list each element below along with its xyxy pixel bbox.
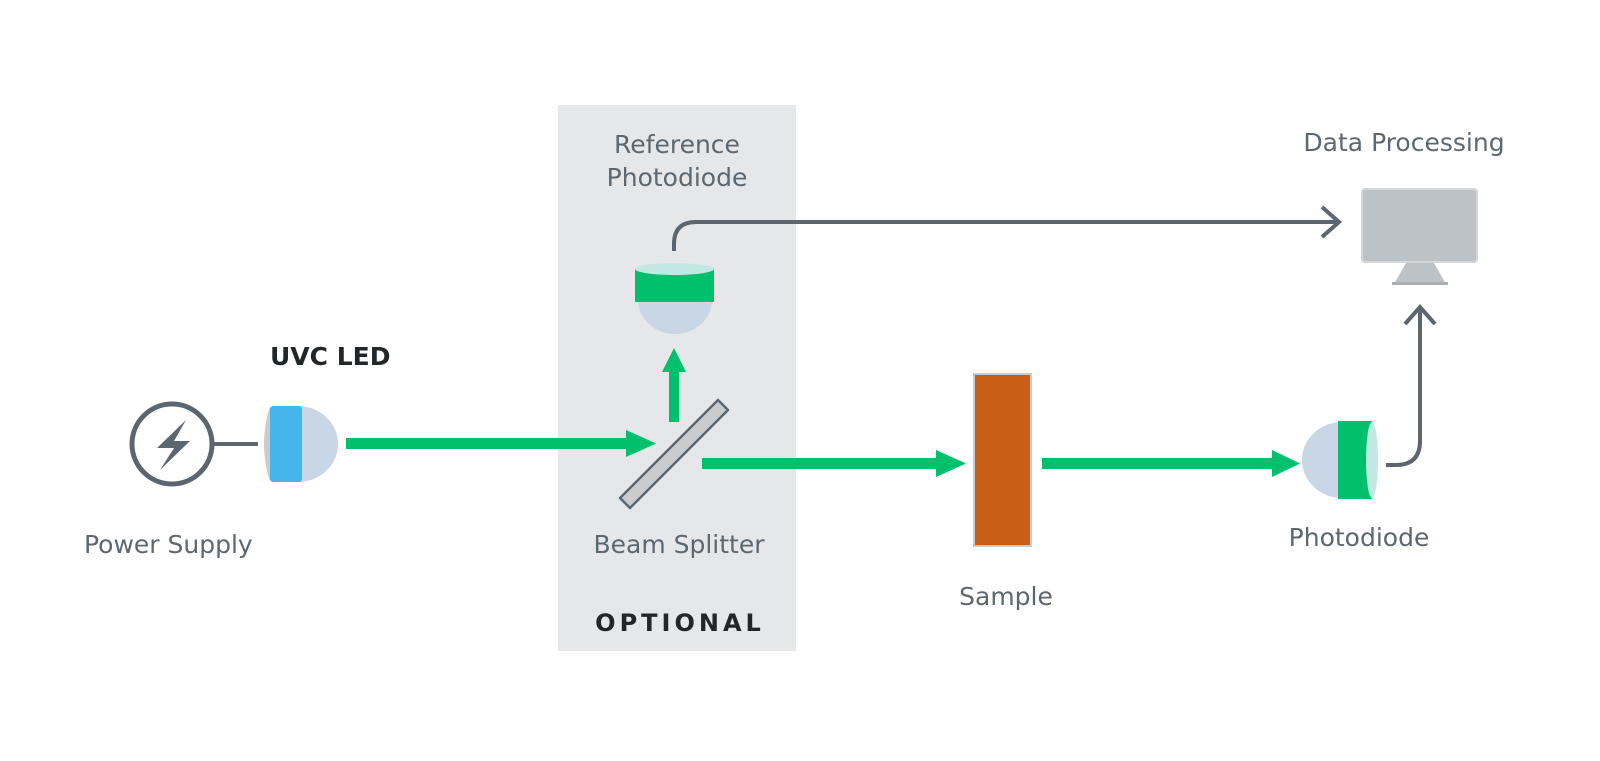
sample-icon [973,373,1032,547]
beam-led-to-splitter [346,430,656,457]
signal-wire-reference-to-processing [672,205,1343,251]
reference-photodiode-label: Reference Photodiode [606,130,748,192]
photodiode-label: Photodiode [1288,523,1430,552]
beam-splitter-to-reference [662,348,686,422]
monitor-icon [1361,188,1478,285]
power-supply-label: Power Supply [84,530,253,559]
optional-label: OPTIONAL [595,609,765,637]
lightning-bolt-icon [157,420,190,470]
uvc-led-label: UVC LED [270,342,391,371]
sample-label: Sample [959,582,1053,611]
signal-wire-photodiode-to-processing [1386,303,1437,467]
beam-sample-to-photodiode [1042,450,1300,477]
photodiode-icon [1302,421,1378,499]
beam-splitter-to-sample [702,450,966,477]
power-supply-icon [129,401,258,487]
beam-splitter-label: Beam Splitter [593,530,765,559]
reference-photodiode-icon [635,263,714,334]
uvc-led-icon [264,406,338,482]
beam-splitter-icon [618,398,730,510]
data-processing-label: Data Processing [1303,128,1505,157]
